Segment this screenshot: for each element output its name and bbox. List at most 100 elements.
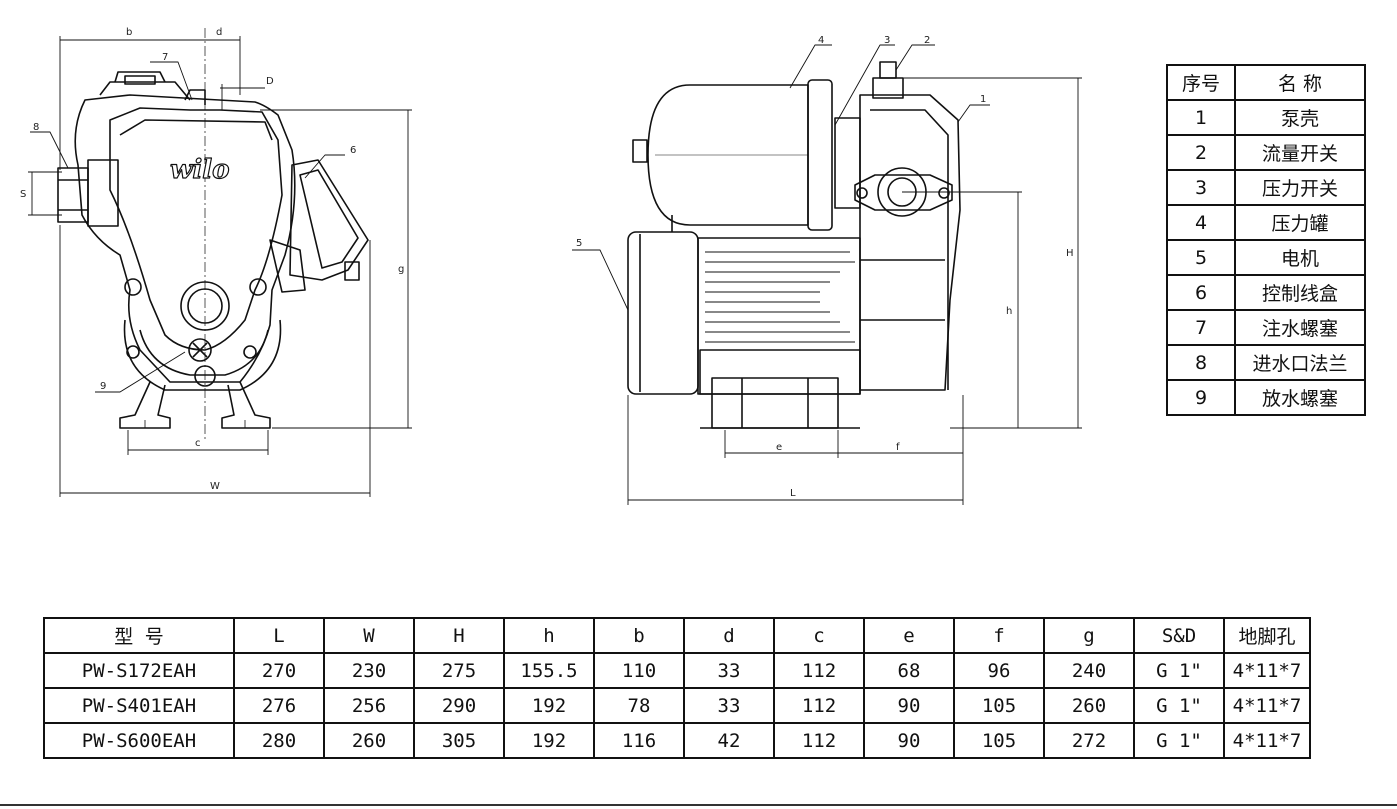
table-cell: 7 xyxy=(1166,309,1236,346)
table-row: PW-S172EAH 270 230 275 155.5 110 33 112 … xyxy=(43,652,1311,689)
dimension-lines xyxy=(28,36,1082,505)
callout-2: 2 xyxy=(924,35,930,46)
table-cell: 280 xyxy=(233,722,325,759)
callout-5: 5 xyxy=(576,238,582,249)
dim-label-d: d xyxy=(216,27,222,38)
table-cell: 276 xyxy=(233,687,325,724)
table-cell: 116 xyxy=(593,722,685,759)
table-cell: PW-S172EAH xyxy=(43,652,235,689)
table-row: PW-S401EAH 276 256 290 192 78 33 112 90 … xyxy=(43,687,1311,724)
table-cell: 电机 xyxy=(1234,239,1366,276)
dim-label-c: c xyxy=(195,438,201,449)
dim-label-H: H xyxy=(1066,248,1074,259)
table-cell: 流量开关 xyxy=(1234,134,1366,171)
dim-label-g: g xyxy=(398,264,404,275)
dim-label-h: h xyxy=(1006,306,1012,317)
table-cell: 90 xyxy=(863,687,955,724)
spec-header-W: W xyxy=(323,617,415,654)
table-cell: 4*11*7 xyxy=(1223,652,1311,689)
pump-drawing: wilo xyxy=(20,27,1082,505)
dim-label-L: L xyxy=(790,488,796,499)
parts-table-header: 序号 名 称 xyxy=(1166,64,1366,101)
table-cell: 90 xyxy=(863,722,955,759)
table-cell: 控制线盒 xyxy=(1234,274,1366,311)
table-cell: 192 xyxy=(503,687,595,724)
dim-label-W: W xyxy=(210,481,220,492)
table-cell: 96 xyxy=(953,652,1045,689)
spec-table: 型 号 L W H h b d c e f g S&D 地脚孔 PW-S172E… xyxy=(43,617,1311,759)
table-cell: 256 xyxy=(323,687,415,724)
table-cell: 112 xyxy=(773,687,865,724)
table-cell: 112 xyxy=(773,722,865,759)
table-cell: 4*11*7 xyxy=(1223,687,1311,724)
brand-logo: wilo xyxy=(170,155,229,185)
table-cell: 4 xyxy=(1166,204,1236,241)
table-cell: 110 xyxy=(593,652,685,689)
spec-header-L: L xyxy=(233,617,325,654)
table-cell: 33 xyxy=(683,652,775,689)
spec-header-d: d xyxy=(683,617,775,654)
table-cell: 305 xyxy=(413,722,505,759)
parts-header-no: 序号 xyxy=(1166,64,1236,101)
side-view xyxy=(627,61,961,429)
table-cell: 42 xyxy=(683,722,775,759)
table-cell: 68 xyxy=(863,652,955,689)
spec-header-h: h xyxy=(503,617,595,654)
spec-header-foot-holes: 地脚孔 xyxy=(1223,617,1311,654)
table-cell: 260 xyxy=(323,722,415,759)
table-cell: PW-S600EAH xyxy=(43,722,235,759)
table-cell: 3 xyxy=(1166,169,1236,206)
table-cell: 注水螺塞 xyxy=(1234,309,1366,346)
dim-label-D: D xyxy=(266,76,274,87)
spec-header-H: H xyxy=(413,617,505,654)
table-cell: G 1" xyxy=(1133,687,1225,724)
front-view: wilo xyxy=(57,28,369,440)
table-cell: 1 xyxy=(1166,99,1236,136)
table-cell: 8 xyxy=(1166,344,1236,381)
table-cell: 290 xyxy=(413,687,505,724)
callout-1: 1 xyxy=(980,94,986,105)
table-cell: 230 xyxy=(323,652,415,689)
spec-header-model: 型 号 xyxy=(43,617,235,654)
table-cell: 6 xyxy=(1166,274,1236,311)
table-cell: 2 xyxy=(1166,134,1236,171)
bottom-divider xyxy=(0,804,1397,806)
callout-3: 3 xyxy=(884,35,890,46)
table-cell: 78 xyxy=(593,687,685,724)
table-cell: 9 xyxy=(1166,379,1236,416)
spec-table-header: 型 号 L W H h b d c e f g S&D 地脚孔 xyxy=(43,617,1311,654)
table-cell: G 1" xyxy=(1133,722,1225,759)
table-cell: 270 xyxy=(233,652,325,689)
table-cell: 进水口法兰 xyxy=(1234,344,1366,381)
table-cell: 放水螺塞 xyxy=(1234,379,1366,416)
callout-7: 7 xyxy=(162,52,168,63)
table-cell: PW-S401EAH xyxy=(43,687,235,724)
spec-header-b: b xyxy=(593,617,685,654)
table-cell: 泵壳 xyxy=(1234,99,1366,136)
table-row: PW-S600EAH 280 260 305 192 116 42 112 90… xyxy=(43,722,1311,759)
parts-header-name: 名 称 xyxy=(1234,64,1366,101)
table-cell: 155.5 xyxy=(503,652,595,689)
table-cell: 112 xyxy=(773,652,865,689)
dim-label-b: b xyxy=(126,27,132,38)
table-cell: 压力开关 xyxy=(1234,169,1366,206)
spec-header-e: e xyxy=(863,617,955,654)
table-cell: 压力罐 xyxy=(1234,204,1366,241)
table-cell: 4*11*7 xyxy=(1223,722,1311,759)
callout-8: 8 xyxy=(33,122,39,133)
table-cell: 33 xyxy=(683,687,775,724)
table-cell: 275 xyxy=(413,652,505,689)
dim-label-e: e xyxy=(776,442,782,453)
table-cell: 192 xyxy=(503,722,595,759)
table-cell: 272 xyxy=(1043,722,1135,759)
callout-4: 4 xyxy=(818,35,824,46)
